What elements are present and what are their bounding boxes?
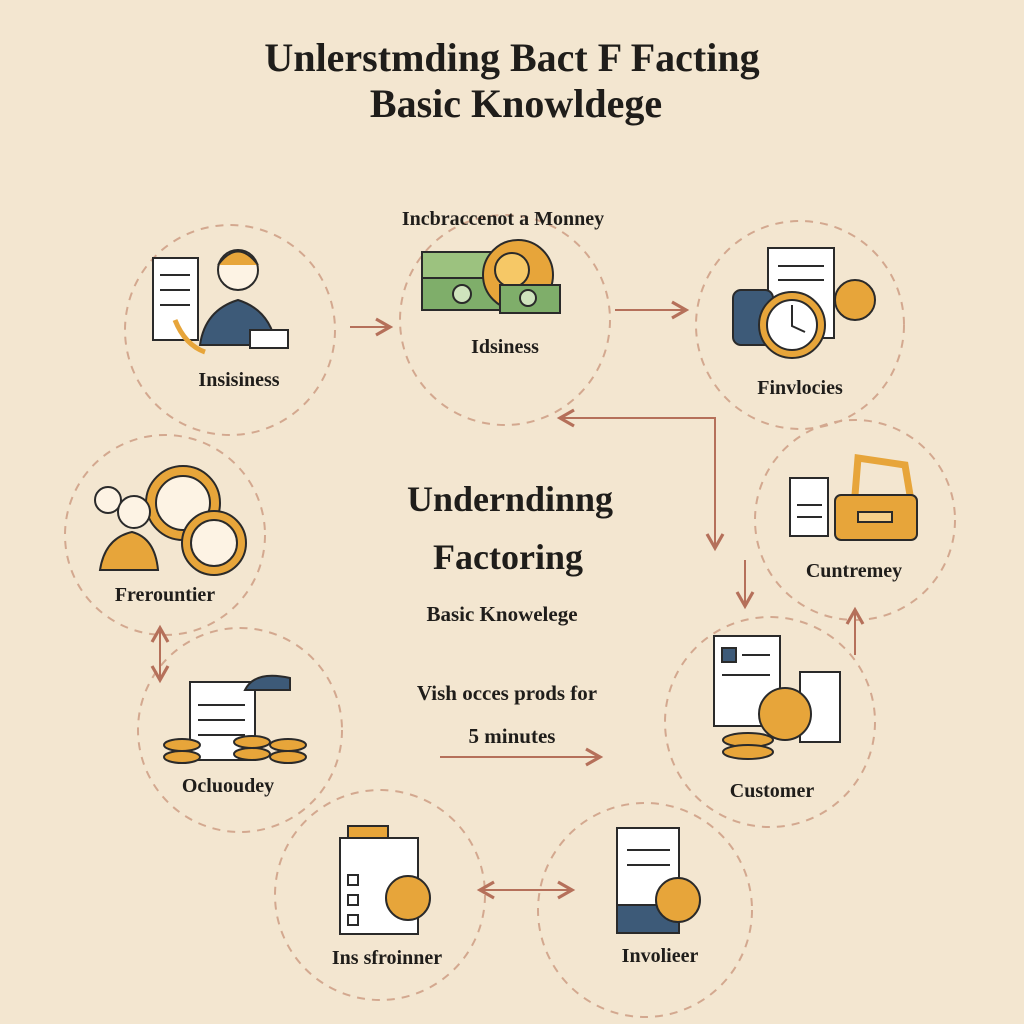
node-circle-8: [137, 627, 343, 833]
node-label-1: Insisiness: [198, 369, 280, 391]
node-label-8: Ocluoudey: [181, 775, 275, 797]
node-label-7: Ins sfroinner: [331, 947, 443, 969]
node-label-4: Cuntremey: [805, 560, 903, 582]
center-note-2: 5 minutes: [468, 724, 556, 748]
node-circle-6: [537, 802, 753, 1018]
center-subheading: Basic Knowelege: [426, 602, 578, 626]
center-heading-2: Factoring: [433, 537, 583, 577]
node-label-5: Customer: [729, 780, 815, 802]
checklist-coin-icon: [339, 825, 431, 935]
node-label-2: Idsiness: [471, 336, 539, 358]
center-heading-1: Underndinng: [406, 479, 614, 519]
node-circle-5: [664, 616, 876, 828]
node-label-9: Frerountier: [114, 584, 216, 606]
node-circle-1: [124, 224, 336, 436]
node-label-3: Finvlocies: [757, 377, 843, 399]
page-subtitle: Basic Knowldege: [369, 81, 663, 126]
page-title: Unlerstmding Bact F Facting: [264, 35, 760, 80]
center-note-1: Vish occes prods for: [416, 681, 598, 705]
node-circle-3: [695, 220, 905, 430]
briefcase-document-icon: [789, 453, 918, 541]
people-coins-icon: [94, 465, 247, 576]
node-circle-2: [399, 214, 611, 426]
invoice-coins-icon: [713, 635, 841, 760]
invoice-clock-coin-icon: [732, 247, 876, 359]
money-bills-and-coins-icon: [421, 239, 561, 314]
businessman-with-documents-icon: [152, 249, 289, 355]
arrow-return: [556, 408, 725, 552]
node-2-caption: Incbraccenot a Monney: [401, 208, 605, 230]
receipt-coin-stacks-icon: [163, 674, 307, 764]
node-label-6: Involieer: [621, 945, 699, 967]
invoice-percent-icon: [616, 827, 701, 934]
